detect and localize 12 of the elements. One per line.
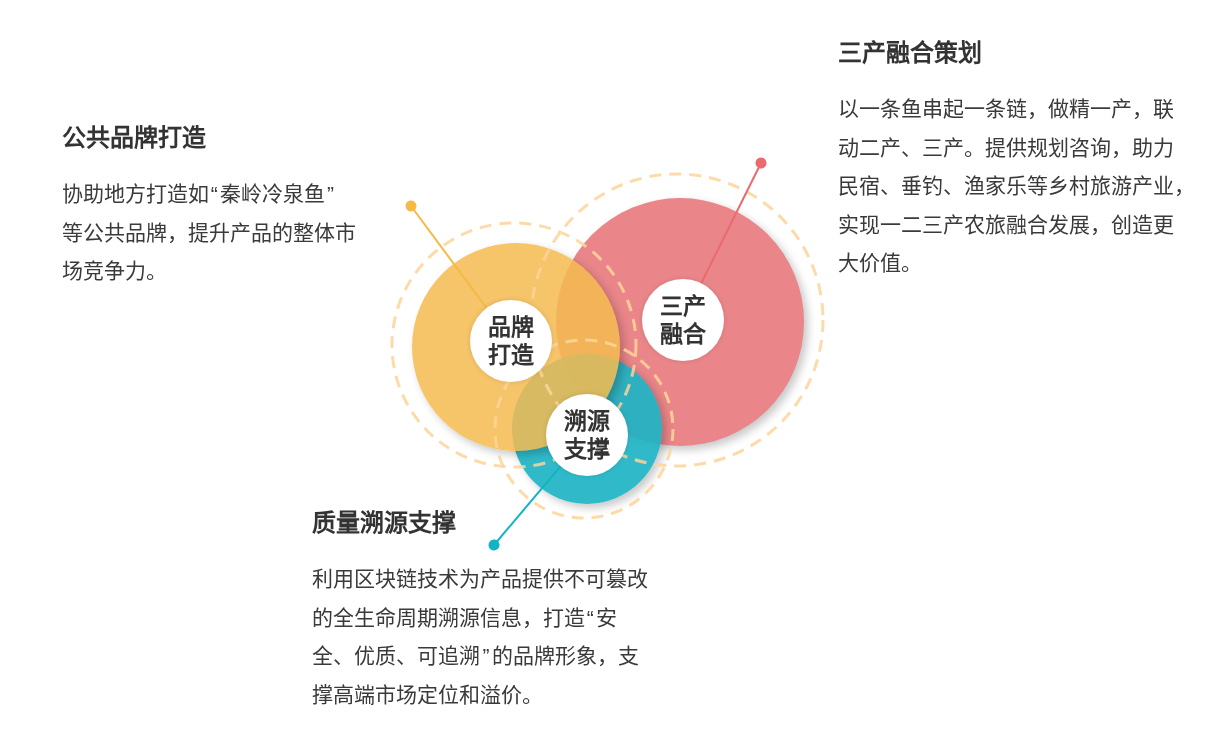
leader-line [700,157,767,285]
label-disc: 品牌打造 [470,300,552,382]
description-text: 以一条鱼串起一条链，做精一产，联动二产、三产。提供规划咨询，助力民宿、垂钓、渔家乐等乡村旅游产业，实现一二三产农旅融合发展，创造更大价值。 [838,96,1184,276]
leader-line [488,465,562,551]
leader-line [405,200,488,310]
description-text: 利用区块链技术为产品提供不可篡改的全生命周期溯源信息，打造“安全、优质、可追溯”的品牌形象，支撑高端市场定位和溢价。 [312,566,649,708]
label-disc: 溯源支撑 [546,394,628,476]
section-heading: 三产融合策划 [838,38,982,68]
section-heading: 公共品牌打造 [62,123,206,153]
description-text: 协助地方打造如“秦岭冷泉鱼”等公共品牌，提升产品的整体市场竞争力。 [62,181,357,284]
label-disc: 三产融合 [642,279,724,361]
section-heading: 质量溯源支撑 [312,508,456,538]
